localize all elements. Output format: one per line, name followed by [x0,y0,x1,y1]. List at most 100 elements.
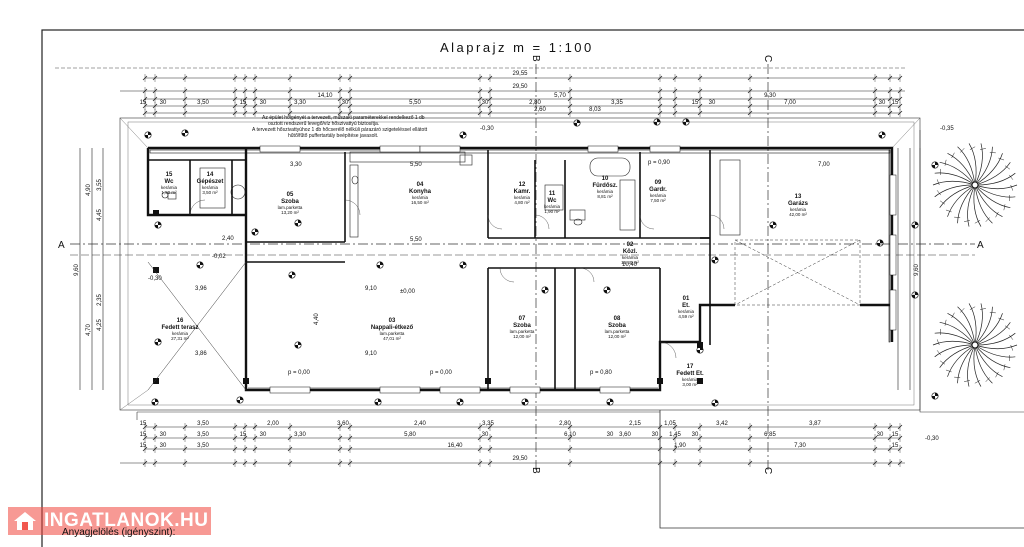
dim-bottom-row1: 2,00 [267,421,279,427]
dim-overall-bottom: 29,50 [512,456,528,462]
room-name: Szoba [513,323,531,329]
dim-top-row4: 30 [342,100,349,106]
dim-bottom-row3: 30 [160,443,167,449]
room-number: 15 [166,172,173,178]
svg-text:4,40: 4,40 [314,313,320,325]
room-area: 1,90 m² [161,190,177,195]
room-material: lam.parketta [380,331,405,336]
section-label-a-right: A [977,240,984,251]
room-number: 17 [687,364,694,370]
svg-text:7,00: 7,00 [818,162,830,168]
dim-bottom-row1: 2,40 [414,421,426,427]
svg-text:3,86: 3,86 [195,351,207,357]
dim-bottom-row2: 30 [482,432,489,438]
svg-text:p = 0,90: p = 0,90 [648,160,671,166]
dim-bottom-row2: 1,45 [669,432,681,438]
dim-top-row4: 3,30 [294,100,306,106]
room-number: 02 [627,242,634,248]
door-swings [189,199,725,359]
svg-text:2,40: 2,40 [222,236,234,242]
dim-bottom-row1: 3,50 [197,421,209,427]
dim-bottom-row2: 3,50 [197,432,209,438]
room-material: kerámia [678,309,695,314]
svg-text:-0,30: -0,30 [148,276,162,282]
section-label-a-left: A [58,240,65,251]
svg-text:osztott rendszerű levegő/víz h: osztott rendszerű levegő/víz hőszivattyú… [268,121,379,127]
room-number: 14 [207,172,214,178]
dim-top-row4: 2,80 [529,100,541,106]
room-material: kerámia [544,204,561,209]
room-number: 11 [549,191,556,197]
dim-left: 4,90 [86,184,92,196]
room-number: 03 [389,318,396,324]
room-material: kerámia [597,189,614,194]
dim-top-row4: 15 [892,100,899,106]
dim-bottom-row1: 3,35 [482,421,494,427]
room-material: kerámia [790,207,807,212]
dim-bottom-row2: 15 [892,432,899,438]
dim-bottom-row2: 15 [140,432,147,438]
room-name: Gépészet [197,179,224,185]
svg-text:A tervezett hőszivattyúhoz 1 d: A tervezett hőszivattyúhoz 1 db hőcserél… [252,127,428,133]
room-material: kerámia [202,185,219,190]
room-number: 13 [795,194,802,200]
dim-bottom-row3: 15 [892,443,899,449]
svg-text:p = 0,80: p = 0,80 [590,370,613,376]
svg-text:9,10: 9,10 [365,286,377,292]
room-area: 47,01 m² [383,336,401,341]
room-number: 10 [602,176,609,182]
room-material: kerámia [622,255,639,260]
dim-overall-top-2: 29,50 [512,84,528,90]
room-number: 12 [519,182,526,188]
dim-bottom-row1: 3,87 [809,421,821,427]
windows [259,145,897,394]
interior-dimensions: 3,30 5,50 5,50 9,10 9,10 3,96 3,86 4,40 … [148,126,954,442]
svg-text:10,40: 10,40 [622,262,638,268]
drawing-title: Alaprajz m = 1:100 [440,40,594,55]
room-area: 3,00 m² [682,382,698,387]
svg-text:±0,00: ±0,00 [400,289,416,295]
dim-top-row4: 15 [692,100,699,106]
section-label-b-top: B [530,55,541,62]
svg-text:p = 0,00: p = 0,00 [430,370,453,376]
room-number: 08 [614,316,621,322]
section-lines [70,64,975,470]
room-material: lam.parketta [605,329,630,334]
room-area: 12,00 m² [608,334,626,339]
dim-bottom-row2: 3,60 [619,432,631,438]
room-name: Garázs [788,201,809,207]
tree-icon [932,143,1018,227]
dim-top-row4: 5,50 [409,100,421,106]
dim-bottom-row2: 30 [607,432,614,438]
dim-top-row4: 3,35 [611,100,623,106]
dim-top-row4: 30 [482,100,489,106]
dim-bottom-row1: 3,60 [337,421,349,427]
room-name: Fedett Et. [676,371,704,377]
room-area: 3,50 m² [202,190,218,195]
dim-top-row4: 3,50 [197,100,209,106]
dim-bottom-row1: 1,05 [664,421,676,427]
room-number: 01 [683,296,690,302]
room-area: 13,20 m² [281,210,299,215]
dim-top-row3: 9,30 [764,93,776,99]
dim-bottom-row2: 30 [877,432,884,438]
room-material: lam.parketta [510,329,535,334]
room-area: 27,31 m² [171,336,189,341]
svg-text:-0,30: -0,30 [480,126,494,132]
dim-bottom-row2: 30 [160,432,167,438]
room-name: Fedett terasz [161,325,198,331]
dim-bottom-row1: 2,80 [559,421,571,427]
watermark-ingatlanok: INGATLANOK.HU [8,507,211,535]
room-number: 04 [417,182,424,188]
svg-text:-0,30: -0,30 [925,436,939,442]
tree-icon [932,303,1018,387]
room-number: 05 [287,192,294,198]
dim-top-row4: 15 [240,100,247,106]
building-note: Az épület hőigényét a tervezett, műszaki… [252,115,428,139]
section-label-b-bottom: B [530,467,541,474]
dim-bottom-row3: 16,40 [447,443,463,449]
dim-bottom-row1: 15 [140,421,147,427]
dim-bottom-row2: 6,10 [564,432,576,438]
